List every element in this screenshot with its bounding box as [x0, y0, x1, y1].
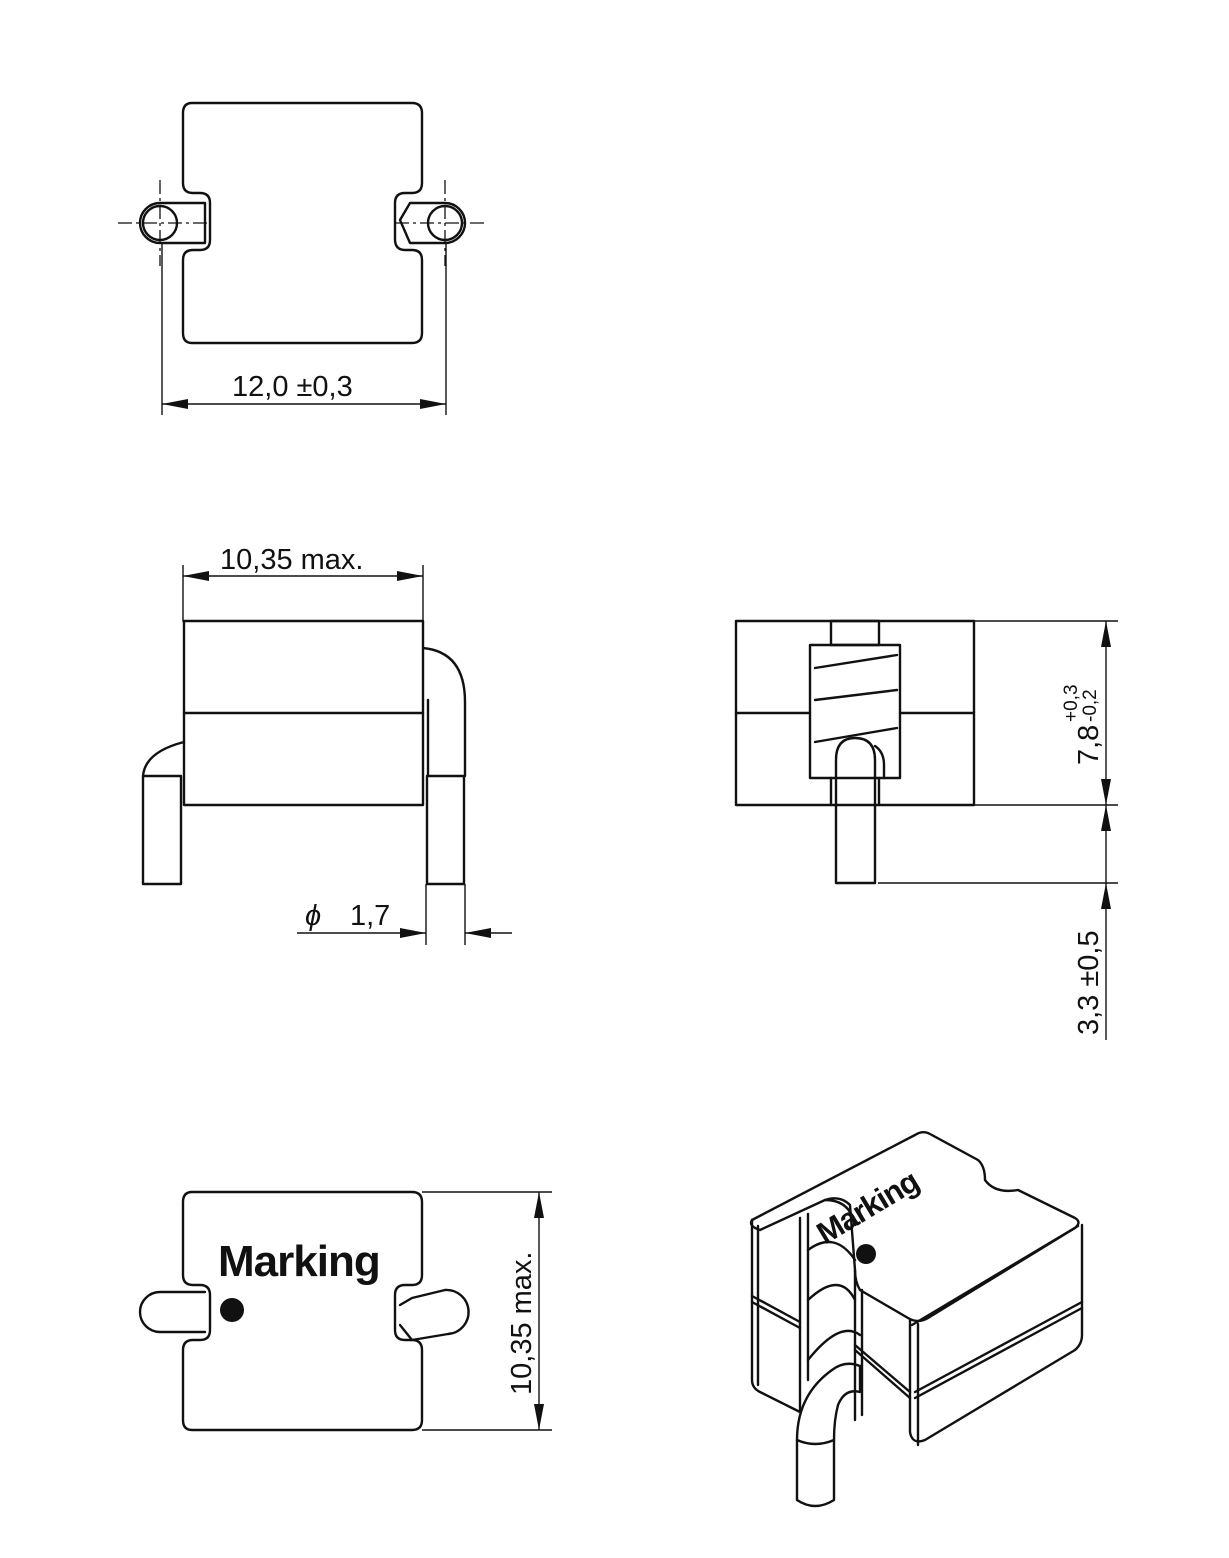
iso-polarity-dot — [856, 1244, 876, 1264]
arrow-depth-bottom — [534, 1404, 544, 1430]
top-view: 12,0 ±0,3 — [118, 101, 488, 415]
arrow-left — [162, 399, 188, 409]
arrow-pin-top — [1101, 805, 1111, 831]
arrow-pin-right — [465, 928, 491, 938]
arrow-pin-bottom — [1101, 883, 1111, 909]
iso-left-face — [750, 1218, 802, 1414]
iso-right-seam — [913, 1300, 1084, 1394]
top-view-body-outline — [181, 101, 424, 345]
arrow-pin-left — [400, 928, 426, 938]
left-lead-bend — [141, 740, 186, 778]
iso-right-seam-2 — [913, 1306, 1084, 1400]
iso-left-seam-2 — [750, 1300, 802, 1330]
marking-right-pin — [398, 1288, 470, 1342]
side-lead — [834, 736, 877, 885]
iso-top-edge-highlight — [910, 1224, 1080, 1327]
dimension-height: 7,8 — [1073, 725, 1105, 765]
dimension-top-width: 12,0 ±0,3 — [232, 371, 353, 403]
height-tolerance-lower: -0,2 — [1080, 689, 1101, 722]
arrow-left — [183, 571, 209, 581]
height-tolerance-upper: +0,3 — [1061, 684, 1082, 722]
arrow-height-bottom — [1101, 779, 1111, 805]
iso-winding — [806, 1240, 862, 1362]
side-view: 7,8 +0,3 -0,2 3,3 ±0,5 — [734, 619, 1118, 1040]
winding-turn-2 — [813, 688, 899, 702]
marking-label: Marking — [218, 1237, 380, 1286]
marking-body-outline — [181, 1190, 424, 1432]
right-pin-top — [398, 201, 467, 245]
winding-turn-1 — [813, 653, 899, 670]
left-pin-section — [141, 774, 183, 886]
winding-turn-3 — [813, 726, 899, 744]
front-view: 10,35 max. ϕ 1,7 — [141, 544, 512, 945]
iso-lead — [795, 1362, 862, 1508]
iso-left-seam — [750, 1294, 802, 1324]
isometric-view: Marking — [749, 1131, 1084, 1508]
dimension-side-width: 10,35 max. — [220, 544, 363, 576]
dimension-depth: 10,35 max. — [506, 1252, 538, 1395]
winding-slot — [808, 643, 902, 780]
iso-center-seam-2 — [853, 1348, 912, 1400]
side-lead-bend — [873, 744, 886, 780]
arrow-depth-top — [534, 1192, 544, 1218]
slot-top — [829, 619, 881, 647]
iso-center-seam — [853, 1343, 912, 1394]
iso-right-face — [908, 1223, 1084, 1443]
marking-view: Marking 10,35 max. — [138, 1190, 552, 1432]
diameter-symbol: ϕ — [305, 900, 321, 932]
iso-slot-notch — [823, 1198, 857, 1227]
iso-slot — [798, 1212, 864, 1422]
arrow-right — [397, 571, 423, 581]
dimension-pin-diameter: 1,7 — [350, 900, 390, 932]
right-lead-bend — [421, 646, 467, 778]
iso-marking-label: Marking — [811, 1163, 925, 1251]
iso-lead-band — [795, 1438, 836, 1446]
polarity-dot — [220, 1298, 244, 1322]
marking-left-pin — [138, 1290, 207, 1334]
arrow-height-top — [1101, 621, 1111, 647]
right-pin-section — [425, 774, 466, 886]
dimension-pin-length: 3,3 ±0,5 — [1073, 930, 1105, 1035]
arrow-right — [420, 399, 446, 409]
